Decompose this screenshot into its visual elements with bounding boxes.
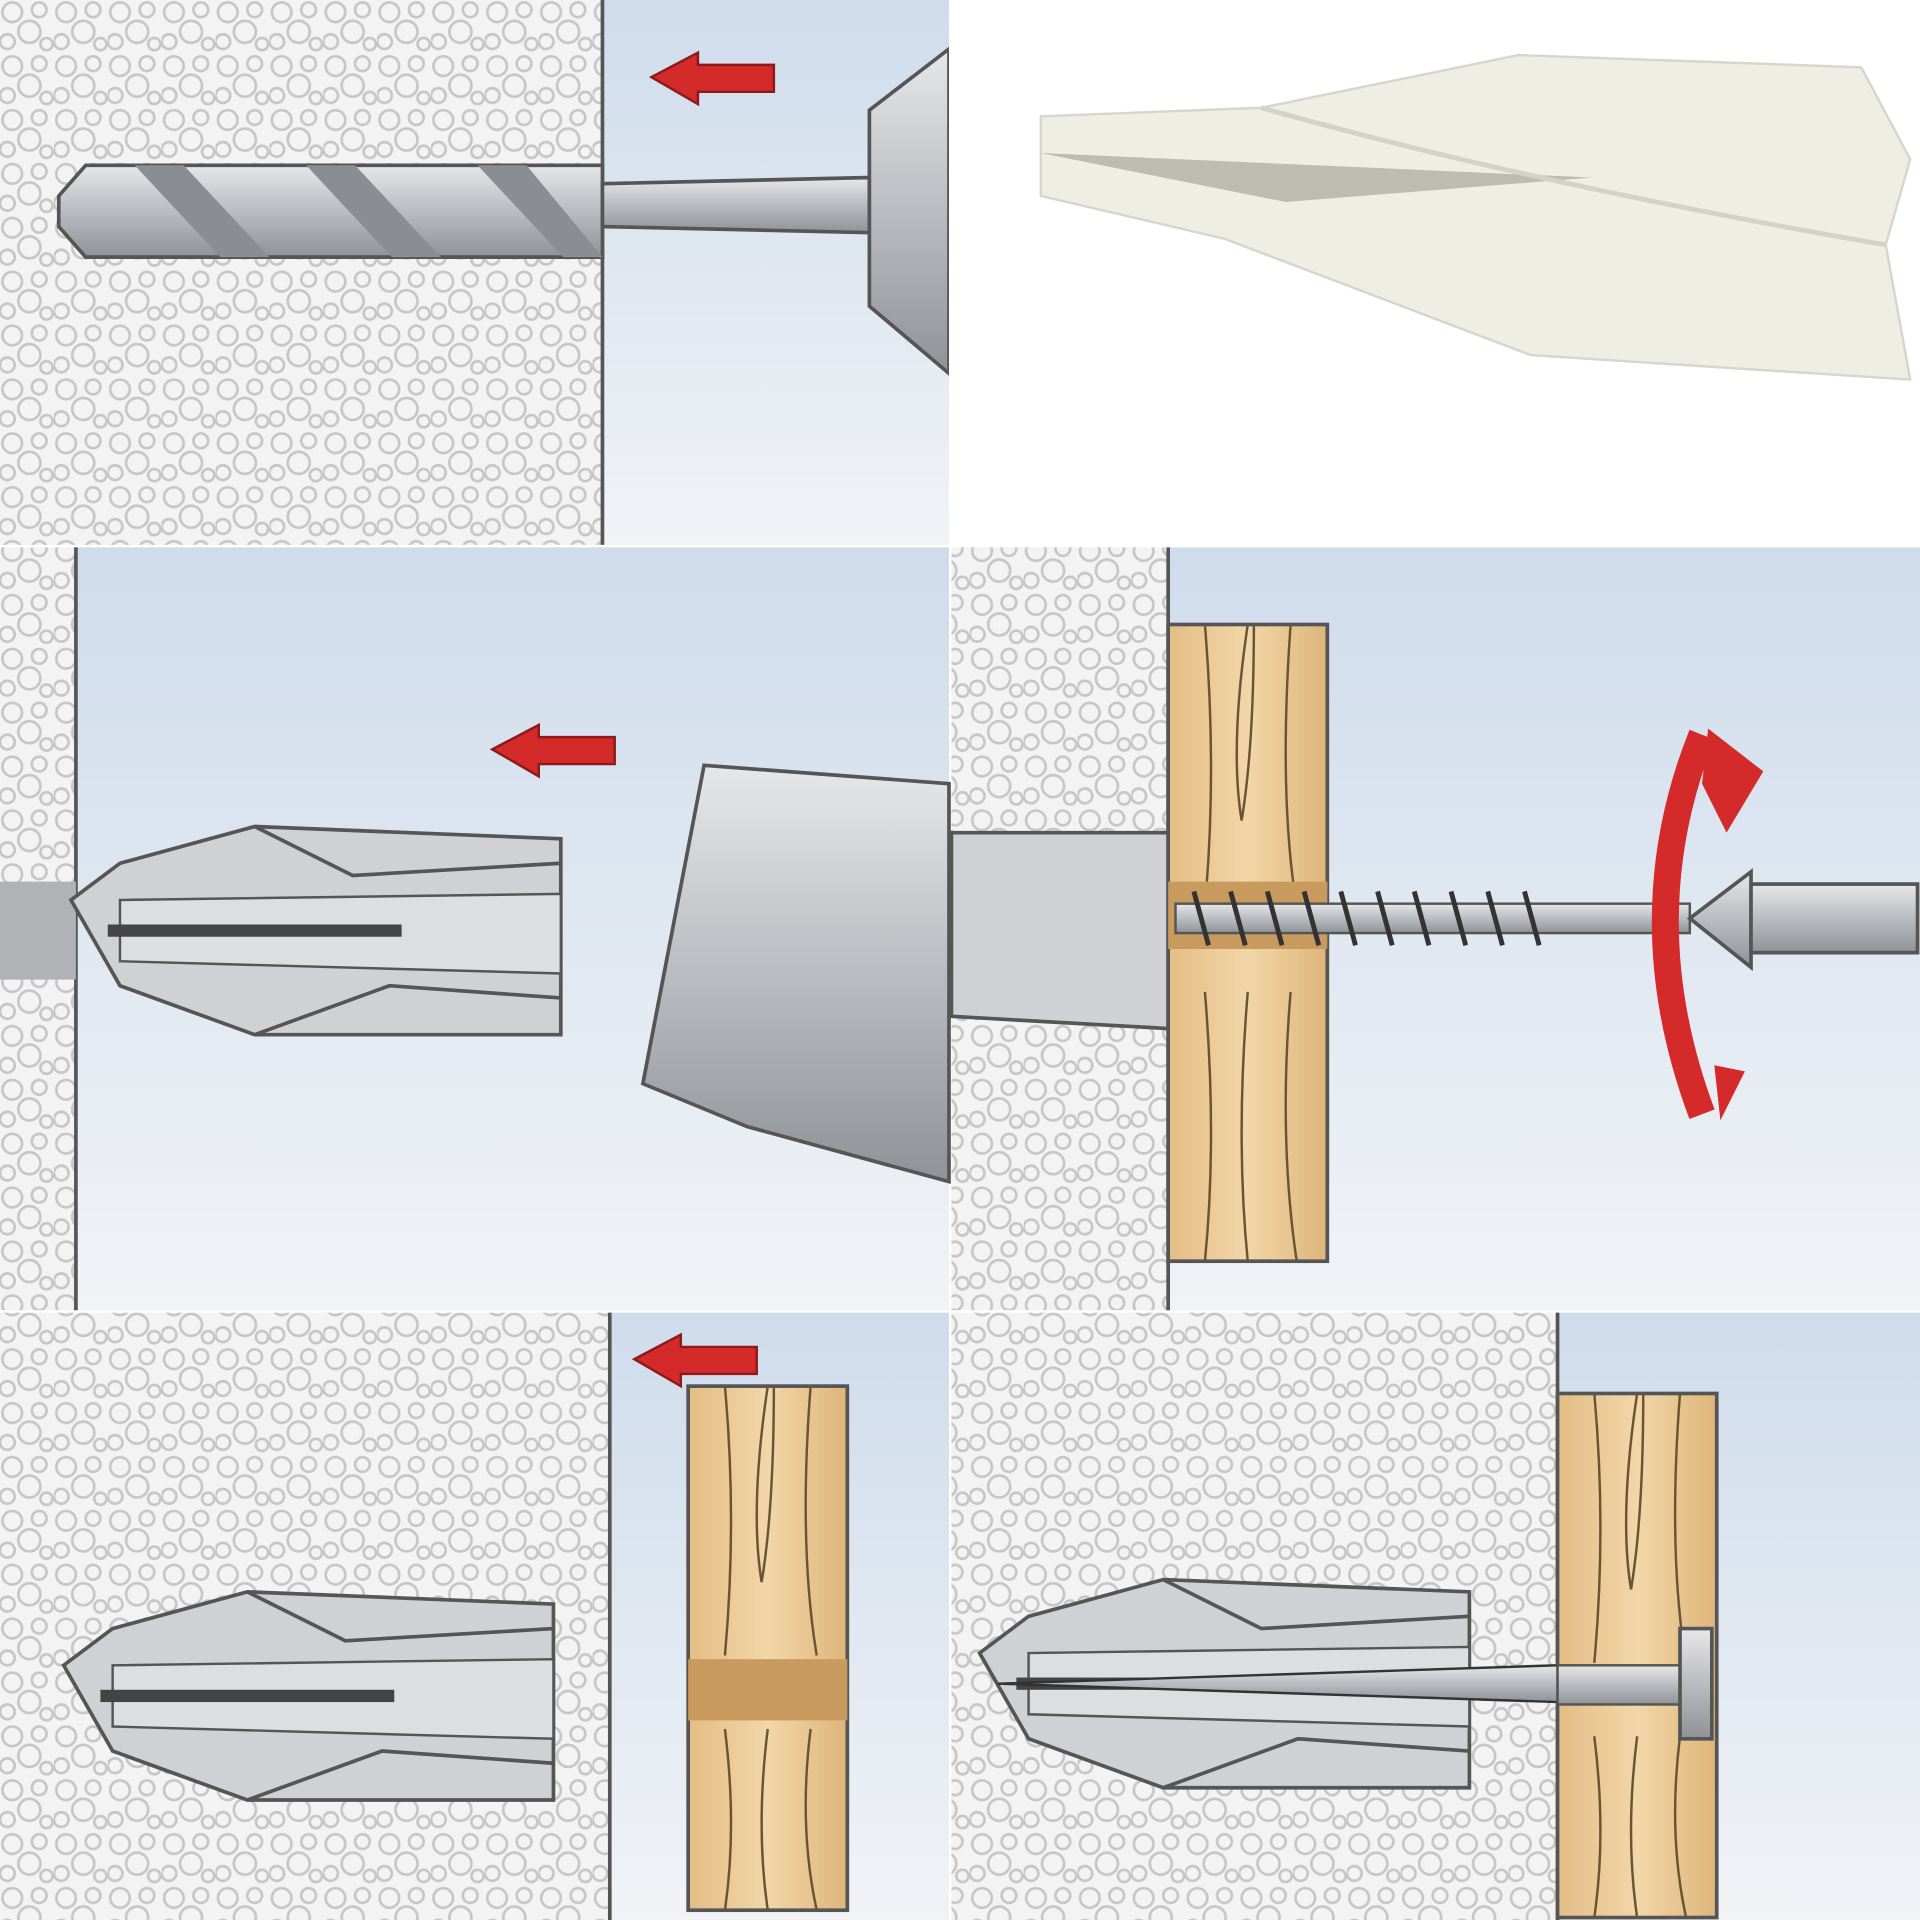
panel-drill: [0, 0, 951, 545]
panel-final: [951, 1312, 1920, 1920]
screwdriver: [1749, 882, 1920, 955]
hammer-head: [640, 763, 951, 1185]
panel-insert: [0, 547, 951, 1311]
rotate-arrow-icon: [1651, 728, 1764, 1121]
panel-screw: [949, 547, 1920, 1311]
drill-bit: [56, 45, 951, 378]
panel-product-photo: [948, 0, 1920, 545]
screw: [1174, 868, 1920, 972]
panel-push-through: [0, 1312, 949, 1920]
wood-plank: [686, 1384, 850, 1913]
